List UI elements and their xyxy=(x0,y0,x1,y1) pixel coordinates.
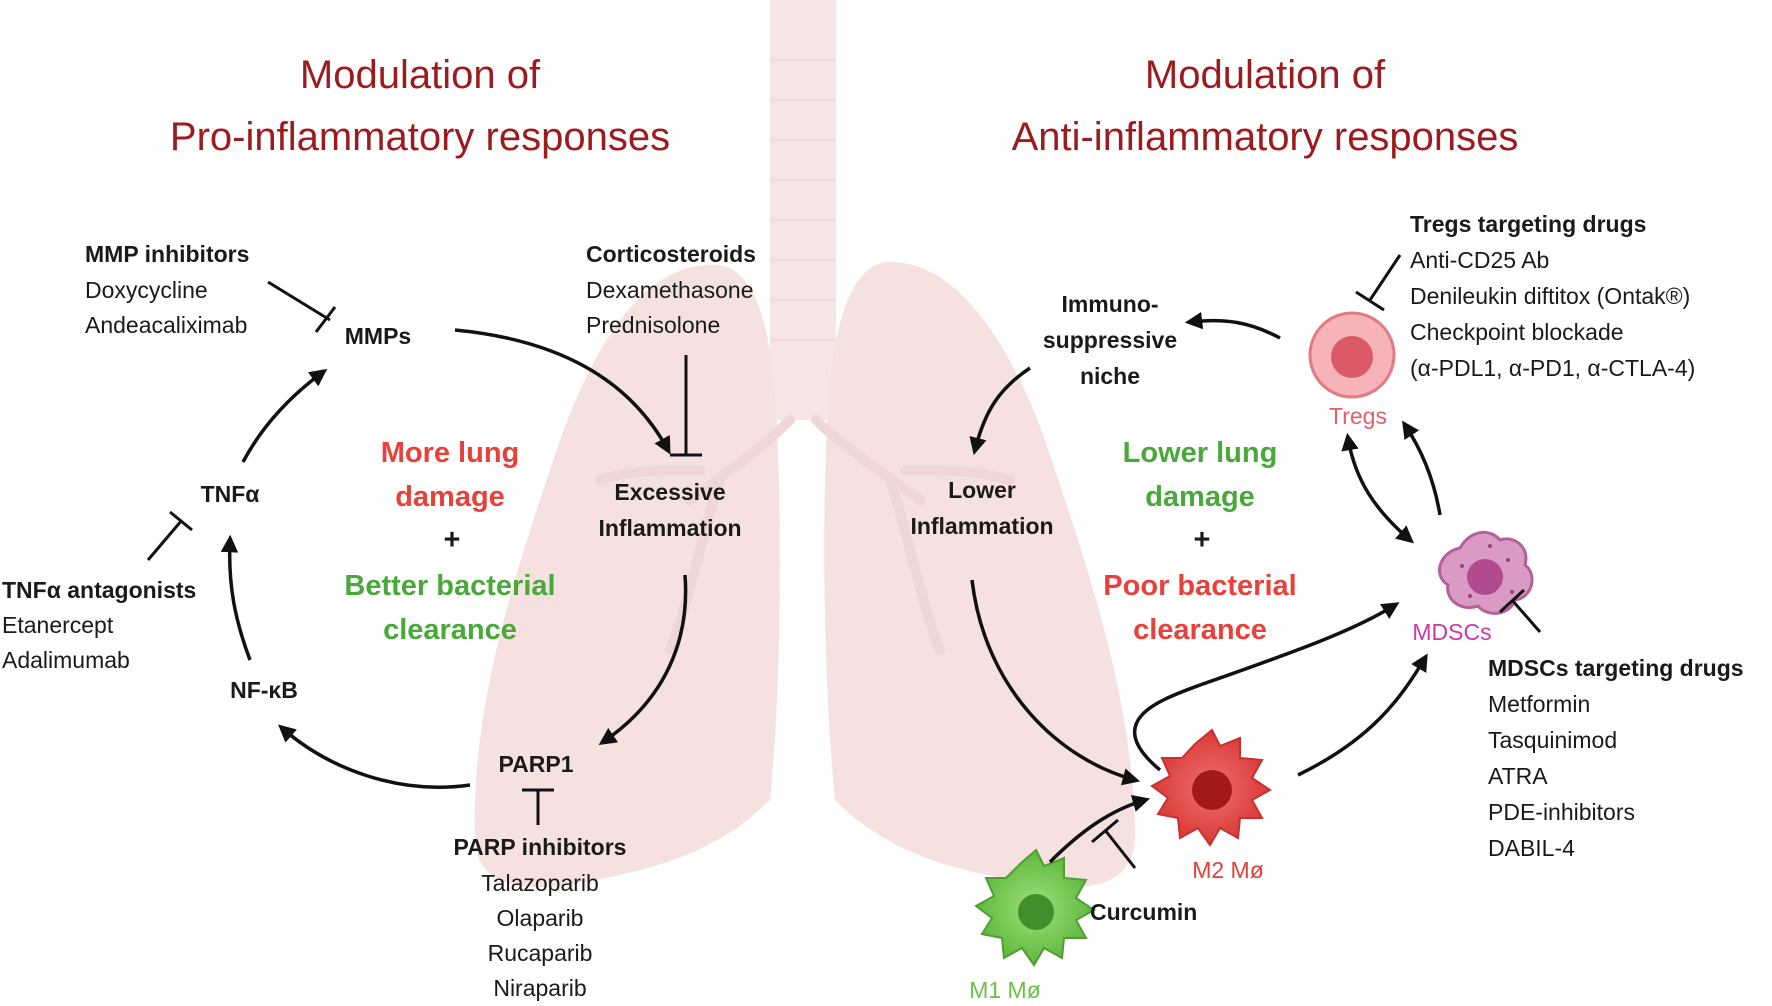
mdscs-label: MDSCs xyxy=(1412,619,1491,645)
arrow-m2-to-mdscs xyxy=(1297,653,1428,777)
trachea xyxy=(770,0,836,420)
corticosteroids-title: Corticosteroids xyxy=(586,241,756,267)
m2-label: M2 Mø xyxy=(1192,857,1264,883)
node-mmps: MMPs xyxy=(345,323,411,349)
drug-talazoparib: Talazoparib xyxy=(481,870,599,896)
drug-niraparib: Niraparib xyxy=(493,975,586,1001)
tregs-drugs-title: Tregs targeting drugs xyxy=(1410,211,1646,237)
left-outcome-line-1: More lung xyxy=(381,437,520,469)
arrow-mmps-to-inflammation xyxy=(454,328,671,455)
right-lung xyxy=(824,261,1135,888)
right-outcome-line-4: clearance xyxy=(1133,614,1267,646)
right-outcome-line-1: Lower lung xyxy=(1123,437,1278,469)
node-lower-inflammation-line-2: Inflammation xyxy=(910,513,1053,539)
node-tnfa: TNFα xyxy=(201,481,260,507)
left-outcome-plus: + xyxy=(444,524,461,556)
tregs-label: Tregs xyxy=(1329,403,1387,429)
drug-pde-inhibitors: PDE-inhibitors xyxy=(1488,799,1635,825)
arrow-tregs-to-niche xyxy=(1184,311,1281,340)
node-excessive-inflammation-line-1: Excessive xyxy=(614,479,725,505)
m1-label: M1 Mø xyxy=(969,977,1041,1003)
arrow-nfkb-to-tnfa xyxy=(220,534,252,661)
drug-prednisolone: Prednisolone xyxy=(586,312,720,338)
drug-dexamethasone: Dexamethasone xyxy=(586,277,754,303)
trachea-rings xyxy=(770,58,836,342)
drug-adalimumab: Adalimumab xyxy=(2,647,130,673)
arrow-lower-inflammation-to-m2 xyxy=(970,579,1141,786)
mdscs-drugs-title: MDSCs targeting drugs xyxy=(1488,655,1744,681)
drug-metformin: Metformin xyxy=(1488,691,1590,717)
left-outcome-line-2: damage xyxy=(395,481,505,513)
drug-dabil-4: DABIL-4 xyxy=(1488,835,1575,861)
m1-macrophage-icon xyxy=(974,848,1096,967)
drug-denileukin: Denileukin diftitox (Ontak®) xyxy=(1410,283,1690,309)
arrow-m1-to-m2 xyxy=(1048,794,1151,864)
arrow-tregs-mdscs-bidirectional xyxy=(1341,432,1414,544)
node-excessive-inflammation-line-2: Inflammation xyxy=(598,515,741,541)
drug-checkpoint-blockade: Checkpoint blockade xyxy=(1410,319,1624,345)
arrow-niche-to-lower-inflammation xyxy=(969,366,1031,456)
inhibit-mmp-inhibitors xyxy=(267,280,337,333)
left-outcome-line-4: clearance xyxy=(383,614,517,646)
right-outcome-plus: + xyxy=(1194,524,1211,556)
bronchi xyxy=(595,415,1015,655)
m2-macrophage-icon xyxy=(1150,728,1272,847)
right-heading-line-2: Anti-inflammatory responses xyxy=(1012,115,1519,159)
arrow-parp1-to-nfkb xyxy=(278,724,471,789)
arrow-m2-to-mdscs-curved xyxy=(1132,602,1400,772)
node-nfkb: NF-κB xyxy=(230,677,298,703)
curcumin-label: Curcumin xyxy=(1090,899,1197,925)
right-outcome-line-3: Poor bacterial xyxy=(1103,570,1296,602)
drug-etanercept: Etanercept xyxy=(2,612,114,638)
drug-andeacaliximab: Andeacaliximab xyxy=(85,312,247,338)
drug-rucaparib: Rucaparib xyxy=(488,940,593,966)
node-lower-inflammation-line-1: Lower xyxy=(948,477,1016,503)
right-heading-line-1: Modulation of xyxy=(1145,53,1386,97)
node-immunosuppressive-niche-line-3: niche xyxy=(1080,363,1140,389)
right-outcome-line-2: damage xyxy=(1145,481,1255,513)
drug-tasquinimod: Tasquinimod xyxy=(1488,727,1617,753)
drug-olaparib: Olaparib xyxy=(497,905,584,931)
arrow-inflammation-to-parp1 xyxy=(598,574,688,745)
arrow-tnfa-to-mmps xyxy=(241,368,328,463)
node-immunosuppressive-niche-line-2: suppressive xyxy=(1043,327,1177,353)
inhibit-tnfa-antagonists xyxy=(146,510,193,561)
arrow-mdscs-to-tregs xyxy=(1402,420,1442,516)
mdscs-cell-icon xyxy=(1438,531,1534,615)
drug-anti-cd25: Anti-CD25 Ab xyxy=(1410,247,1549,273)
drug-checkpoint-targets: (α-PDL1, α-PD1, α-CTLA-4) xyxy=(1410,355,1695,381)
drug-doxycycline: Doxycycline xyxy=(85,277,208,303)
left-outcome-line-3: Better bacterial xyxy=(344,570,555,602)
node-parp1: PARP1 xyxy=(499,751,574,777)
inhibit-corticosteroids xyxy=(670,355,702,457)
inhibit-curcumin xyxy=(1091,818,1137,869)
left-heading-line-1: Modulation of xyxy=(300,53,541,97)
inhibit-parp-inhibitors xyxy=(522,788,554,825)
drug-atra: ATRA xyxy=(1488,763,1548,789)
mmp-inhibitors-title: MMP inhibitors xyxy=(85,241,249,267)
inhibit-mdscs-drugs xyxy=(1498,588,1542,633)
node-immunosuppressive-niche-line-1: Immuno- xyxy=(1061,291,1158,317)
left-lung xyxy=(474,264,780,888)
parp-inhibitors-title: PARP inhibitors xyxy=(454,834,627,860)
lungs-illustration xyxy=(474,0,1135,888)
tregs-cell-icon xyxy=(1308,311,1396,399)
left-heading-line-2: Pro-inflammatory responses xyxy=(170,115,670,159)
inhibit-tregs-drugs xyxy=(1355,254,1402,312)
tnfa-antagonists-title: TNFα antagonists xyxy=(2,577,196,603)
